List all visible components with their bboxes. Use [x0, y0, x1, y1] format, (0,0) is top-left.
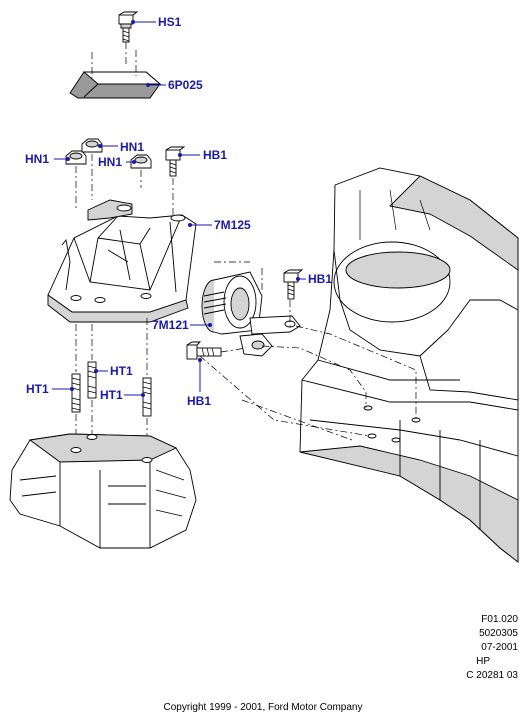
label-7m121: 7M121	[152, 318, 189, 332]
nut-hn1-mid-drawing	[130, 154, 152, 188]
copyright-notice: Copyright 1999 - 2001, Ford Motor Compan…	[164, 702, 363, 713]
stud-ht1-left-drawing	[71, 324, 81, 448]
nut-hn1-upper-drawing	[81, 138, 103, 200]
label-hn1-mid: HN1	[98, 155, 122, 169]
mount-7m121-drawing	[201, 261, 301, 357]
nut-hn1-left-drawing	[65, 150, 87, 210]
engine-block-drawing	[9, 433, 197, 549]
label-hn1-upper: HN1	[120, 140, 144, 154]
bolt-hb1-bottom-drawing	[186, 341, 247, 360]
bolt-hs1-drawing	[118, 11, 139, 66]
label-hb1-bottom: HB1	[187, 394, 211, 408]
label-ht1-left: HT1	[26, 382, 49, 396]
label-6p025: 6P025	[168, 78, 203, 92]
label-hb1-right: HB1	[308, 272, 332, 286]
vehicle-body-drawing	[299, 167, 519, 563]
label-ht1-right: HT1	[110, 364, 133, 378]
label-7m125: 7M125	[214, 218, 251, 232]
bolt-hb1-top-drawing	[165, 146, 186, 218]
plate-6p025-drawing	[69, 50, 162, 99]
ref-line-2: 5020305	[479, 628, 518, 639]
ref-line-3: 07-2001	[481, 642, 518, 653]
stud-ht1-right-drawing	[87, 324, 97, 435]
bracket-7m125-drawing	[47, 199, 197, 323]
ref-line-5: C 20281 03	[466, 670, 518, 681]
ref-line-1: F01.020	[481, 614, 518, 625]
reference-block: F01.020 5020305 07-2001 HP C 20281 03	[466, 614, 518, 681]
label-hs1: HS1	[158, 15, 182, 29]
assembly-guide-lines	[199, 300, 417, 441]
label-hn1-left: HN1	[25, 152, 49, 166]
label-ht1-mid: HT1	[100, 388, 123, 402]
label-leaders	[52, 20, 306, 397]
bolt-hb1-right-drawing	[283, 269, 304, 300]
ref-line-4: HP	[476, 656, 490, 667]
label-hb1-top: HB1	[203, 148, 227, 162]
